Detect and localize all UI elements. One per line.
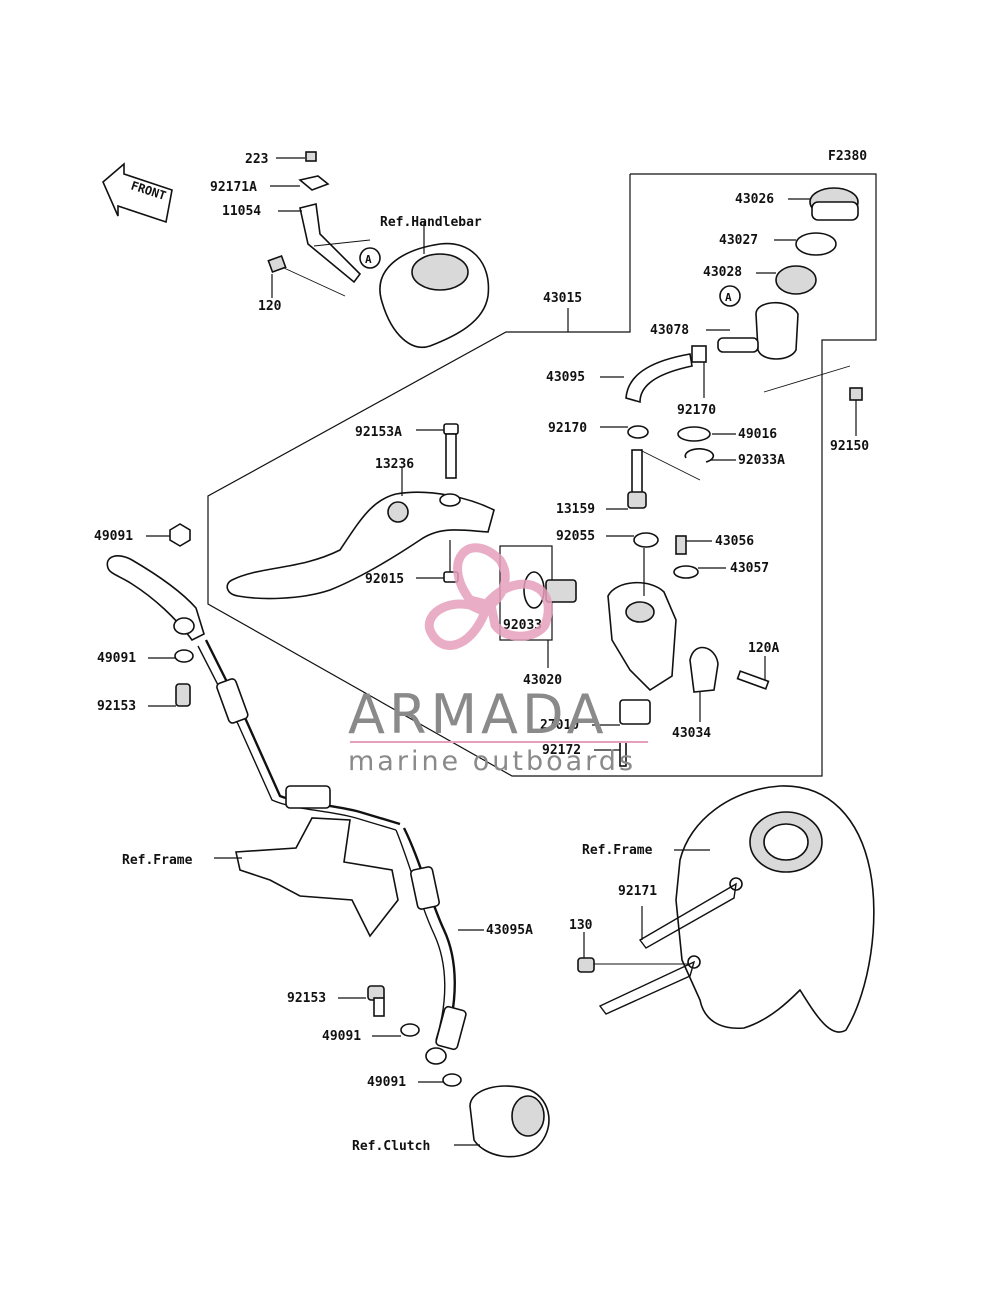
front-arrow-icon: FRONT [102,162,173,224]
part-92055-label: 92055 [556,529,595,544]
watermark-brand: ARMADA [348,683,608,746]
handlebar-bracket-group: A [267,151,490,348]
part-92170-left-label: 92170 [548,421,587,436]
figure-id: F2380 [828,149,867,164]
part-49091-b-label: 49091 [97,651,136,666]
part-43026-label: 43026 [735,192,774,207]
part-120-label: 120 [258,299,282,314]
part-13159-label: 13159 [556,502,595,517]
clutch-hose-group [106,523,550,1158]
part-92171-label: 92171 [618,884,657,899]
part-49091-a-label: 49091 [94,529,133,544]
part-120A-label: 120A [748,641,779,656]
part-92171A-label: 92171A [210,180,257,195]
part-11054-label: 11054 [222,204,261,219]
part-92153A-label: 92153A [355,425,402,440]
part-13236-label: 13236 [375,457,414,472]
part-43056-label: 43056 [715,534,754,549]
part-43078-label: 43078 [650,323,689,338]
assembly-outline [207,173,877,777]
ref-frame-left-label: Ref.Frame [122,853,193,868]
part-43020-label: 43020 [523,673,562,688]
part-92150-label: 92150 [830,439,869,454]
part-223-label: 223 [245,152,268,167]
circle-ref-a-right: A [725,291,732,304]
ref-clutch-label: Ref.Clutch [352,1139,430,1154]
part-130-label: 130 [569,918,593,933]
part-92033-label: 92033 [503,618,542,633]
part-43028-label: 43028 [703,265,742,280]
part-92033A-label: 92033A [738,453,785,468]
part-92015-label: 92015 [365,572,404,587]
part-43027-label: 43027 [719,233,758,248]
part-49091-d-label: 49091 [367,1075,406,1090]
circle-ref-a-left: A [365,253,372,266]
part-92172-label: 92172 [542,743,581,758]
part-49091-c-label: 49091 [322,1029,361,1044]
part-43034-label: 43034 [672,726,711,741]
part-92170-right-label: 92170 [677,403,716,418]
part-49016-label: 49016 [738,427,777,442]
ref-handlebar-label: Ref.Handlebar [380,215,482,230]
part-43095A-label: 43095A [486,923,533,938]
armada-logo-icon [424,543,553,650]
part-43057-label: 43057 [730,561,769,576]
watermark-tagline: marine outboards [348,746,636,777]
part-27010-label: 27010 [540,718,579,733]
frame-group [577,785,875,1033]
part-92153-a-label: 92153 [97,699,136,714]
lever-group [226,423,770,767]
ref-frame-right-label: Ref.Frame [582,843,653,858]
reservoir-group: A [600,187,863,510]
part-92153-b-label: 92153 [287,991,326,1006]
part-43095-label: 43095 [546,370,585,385]
part-43015-label: 43015 [543,291,582,306]
